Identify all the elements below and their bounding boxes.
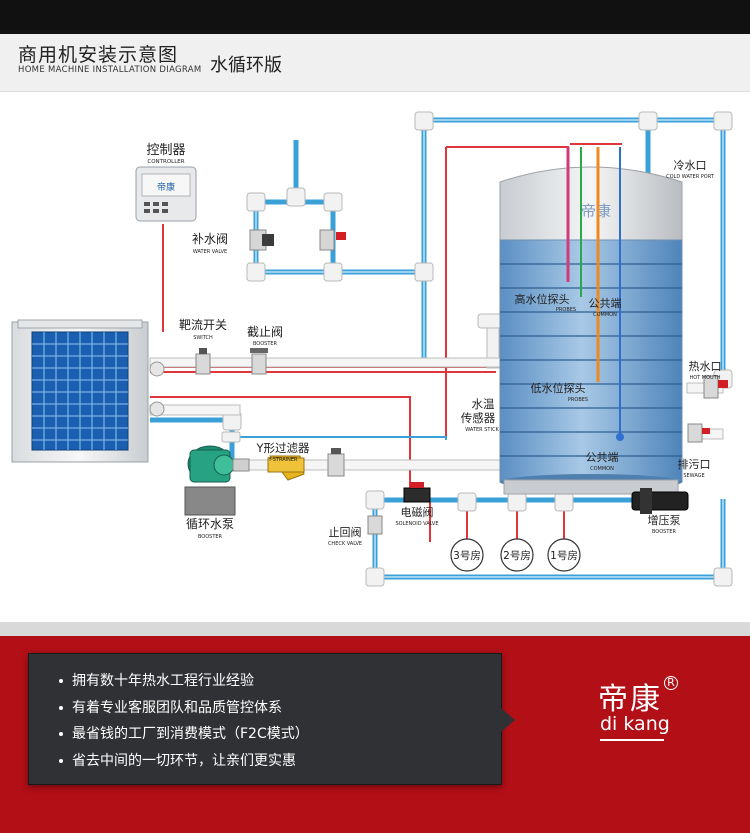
feature-panel: 拥有数十年热水工程行业经验 有着专业客服团队和品质管控体系 最省钱的工厂到消费模… [28,653,502,785]
solenoid-label: 电磁阀 [401,505,434,519]
feature-item: 省去中间的一切环节，让亲们更实惠 [59,748,309,775]
brand-name: 帝康 [598,682,662,717]
tank-logo: 帝康 [581,202,611,220]
cold-water-label: 冷水口 [674,159,707,172]
feature-list: 拥有数十年热水工程行业经验 有着专业客服团队和品质管控体系 最省钱的工厂到消费模… [59,668,309,774]
heat-pump-unit [11,319,165,463]
registered-mark-icon: R [664,676,678,690]
high-probe-label-en: PROBES [556,307,576,313]
circulation-pump [184,445,250,516]
temp-sensor-label-en: WATER STICK [465,427,499,433]
solenoid-label-en: SOLENOID VALVE [396,521,439,527]
brand-name-english: di kang [600,713,670,735]
booster-pump-label-en: BOOSTER [652,529,677,535]
feature-item: 拥有数十年热水工程行业经验 [59,668,309,695]
room-1-label: 1号房 [550,549,578,562]
water-valve-label: 补水阀 [192,232,228,246]
feature-banner: 拥有数十年热水工程行业经验 有着专业客服团队和品质管控体系 最省钱的工厂到消费模… [0,622,750,833]
common-1-label: 公共端 [589,297,622,310]
temp-sensor-label-2: 传感器 [461,411,496,425]
page-subtitle: 水循环版 [210,55,282,76]
pipe-fittings [221,111,733,587]
panel-arrow-icon [501,708,515,732]
sewage-label: 排污口 [678,457,711,471]
pump-label-en: BOOSTER [198,534,223,540]
shutoff-valve [250,348,268,375]
common-1-label-en: COMMON [593,312,617,318]
check-valve [367,515,383,535]
common-2-label-en: COMMON [590,466,614,472]
page-title: 商用机安装示意图 [18,44,179,66]
switch-label-en: SWITCH [193,335,213,341]
bullet-icon [59,732,63,736]
controller-label-en: CONTROLLER [147,159,184,165]
booster-pump-label: 增压泵 [648,513,681,527]
pump-label: 循环水泵 [186,517,234,531]
switch-label: 靶流开关 [179,318,227,332]
hot-water-label: 热水口 [689,360,722,373]
controller-device: 帝康 [135,166,197,222]
temp-sensor-label-1: 水温 [472,397,495,411]
check-valve-label-en: CHECK VALVE [328,541,362,547]
shutoff-label-en: BOOSTER [253,341,278,347]
hot-water-label-en: HOT MOUTH [689,375,720,381]
rooms [450,538,581,572]
diagram-canvas: 帝康 帝康 [11,111,733,587]
flow-switch [195,348,211,375]
bullet-icon [59,679,63,683]
check-valve-label: 止回阀 [329,525,362,539]
low-probe-label: 低水位探头 [531,381,586,395]
water-tank: 帝康 [499,143,683,495]
installation-diagram: 帝康 帝康 [0,92,750,622]
room-2-label: 2号房 [503,549,531,562]
bullet-icon [59,758,63,763]
low-probe-label-en: PROBES [568,397,588,403]
strainer-label: Y形过滤器 [255,441,310,455]
page-header: 商用机安装示意图 HOME MACHINE INSTALLATION DIAGR… [0,34,750,92]
water-valve-label-en: WATER VALVE [193,249,227,255]
brand-underline [600,739,664,741]
y-strainer [267,455,305,481]
page-title-english: HOME MACHINE INSTALLATION DIAGRAM [18,65,202,75]
banner-top-strip [0,622,750,636]
shutoff-label: 截止阀 [247,325,283,339]
strainer-label-en: Y-STRAINER [267,457,298,463]
common-2-label: 公共端 [586,451,619,464]
cold-water-label-en: COLD WATER PORT [666,174,715,180]
feature-item: 有着专业客服团队和品质管控体系 [59,695,309,722]
high-probe-label: 高水位探头 [515,292,570,306]
top-bar [0,0,750,34]
sewage-valve [687,423,710,443]
inline-valve [327,448,345,477]
solenoid-valve [403,482,431,503]
booster-pump [631,488,689,514]
controller-logo: 帝康 [157,181,175,193]
room-3-label: 3号房 [453,549,481,562]
makeup-water-valve [249,229,346,251]
hot-water-valve [703,375,728,399]
controller-label: 控制器 [146,143,185,158]
feature-item: 最省钱的工厂到消费模式（F2C模式） [59,721,309,748]
sewage-label-en: SEWAGE [683,473,704,479]
bullet-icon [59,705,63,710]
